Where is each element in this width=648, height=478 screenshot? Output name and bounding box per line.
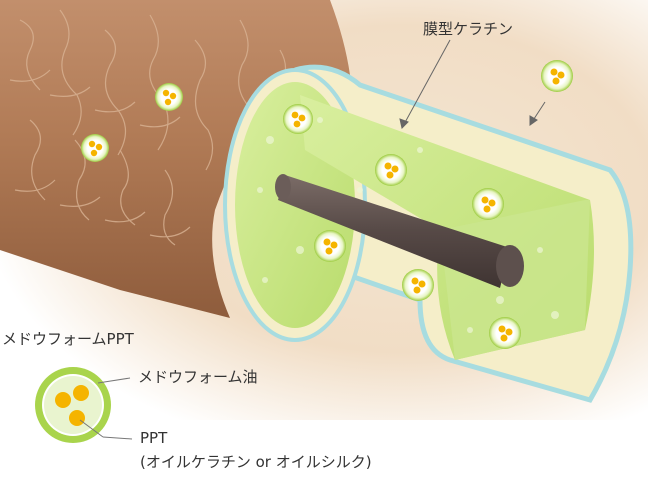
ppt-note-label: (オイルケラチン or オイルシルク) [140, 453, 372, 471]
medulla-core [275, 174, 524, 288]
legend-leader-lines [79, 377, 133, 440]
capsule [402, 269, 434, 301]
capsule [314, 230, 346, 262]
capsule [489, 317, 521, 349]
meadowfoam-ppt-label: メドウフォームPPT [2, 330, 134, 348]
capsule [283, 104, 313, 134]
ppt-label: PPT [140, 429, 168, 447]
capsule-group [81, 60, 573, 349]
membrane-leader-lines [399, 39, 546, 129]
capsule [472, 188, 504, 220]
membrane-keratin-label: 膜型ケラチン [423, 20, 514, 38]
hair-shaft [0, 0, 350, 318]
meadowfoam-oil-label: メドウフォーム油 [138, 368, 258, 386]
capsule [375, 154, 407, 186]
capsule [81, 134, 109, 162]
legend-capsule [35, 367, 111, 443]
capsule [155, 83, 183, 111]
capsule [541, 60, 573, 92]
